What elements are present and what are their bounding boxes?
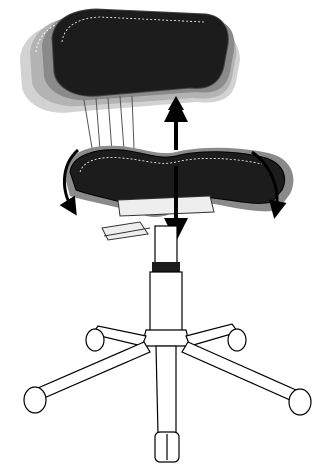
base-leg-front — [156, 346, 176, 434]
column-upper — [155, 226, 177, 264]
gas-lift-column — [142, 226, 190, 346]
caster-front-right — [289, 389, 311, 415]
caster-back-left — [86, 329, 104, 351]
column-collar — [152, 262, 180, 272]
backrest — [52, 9, 228, 96]
column-lower — [150, 272, 182, 332]
caster-back-right — [228, 329, 246, 351]
base-hub — [142, 330, 190, 346]
caster-front-left — [24, 387, 46, 413]
